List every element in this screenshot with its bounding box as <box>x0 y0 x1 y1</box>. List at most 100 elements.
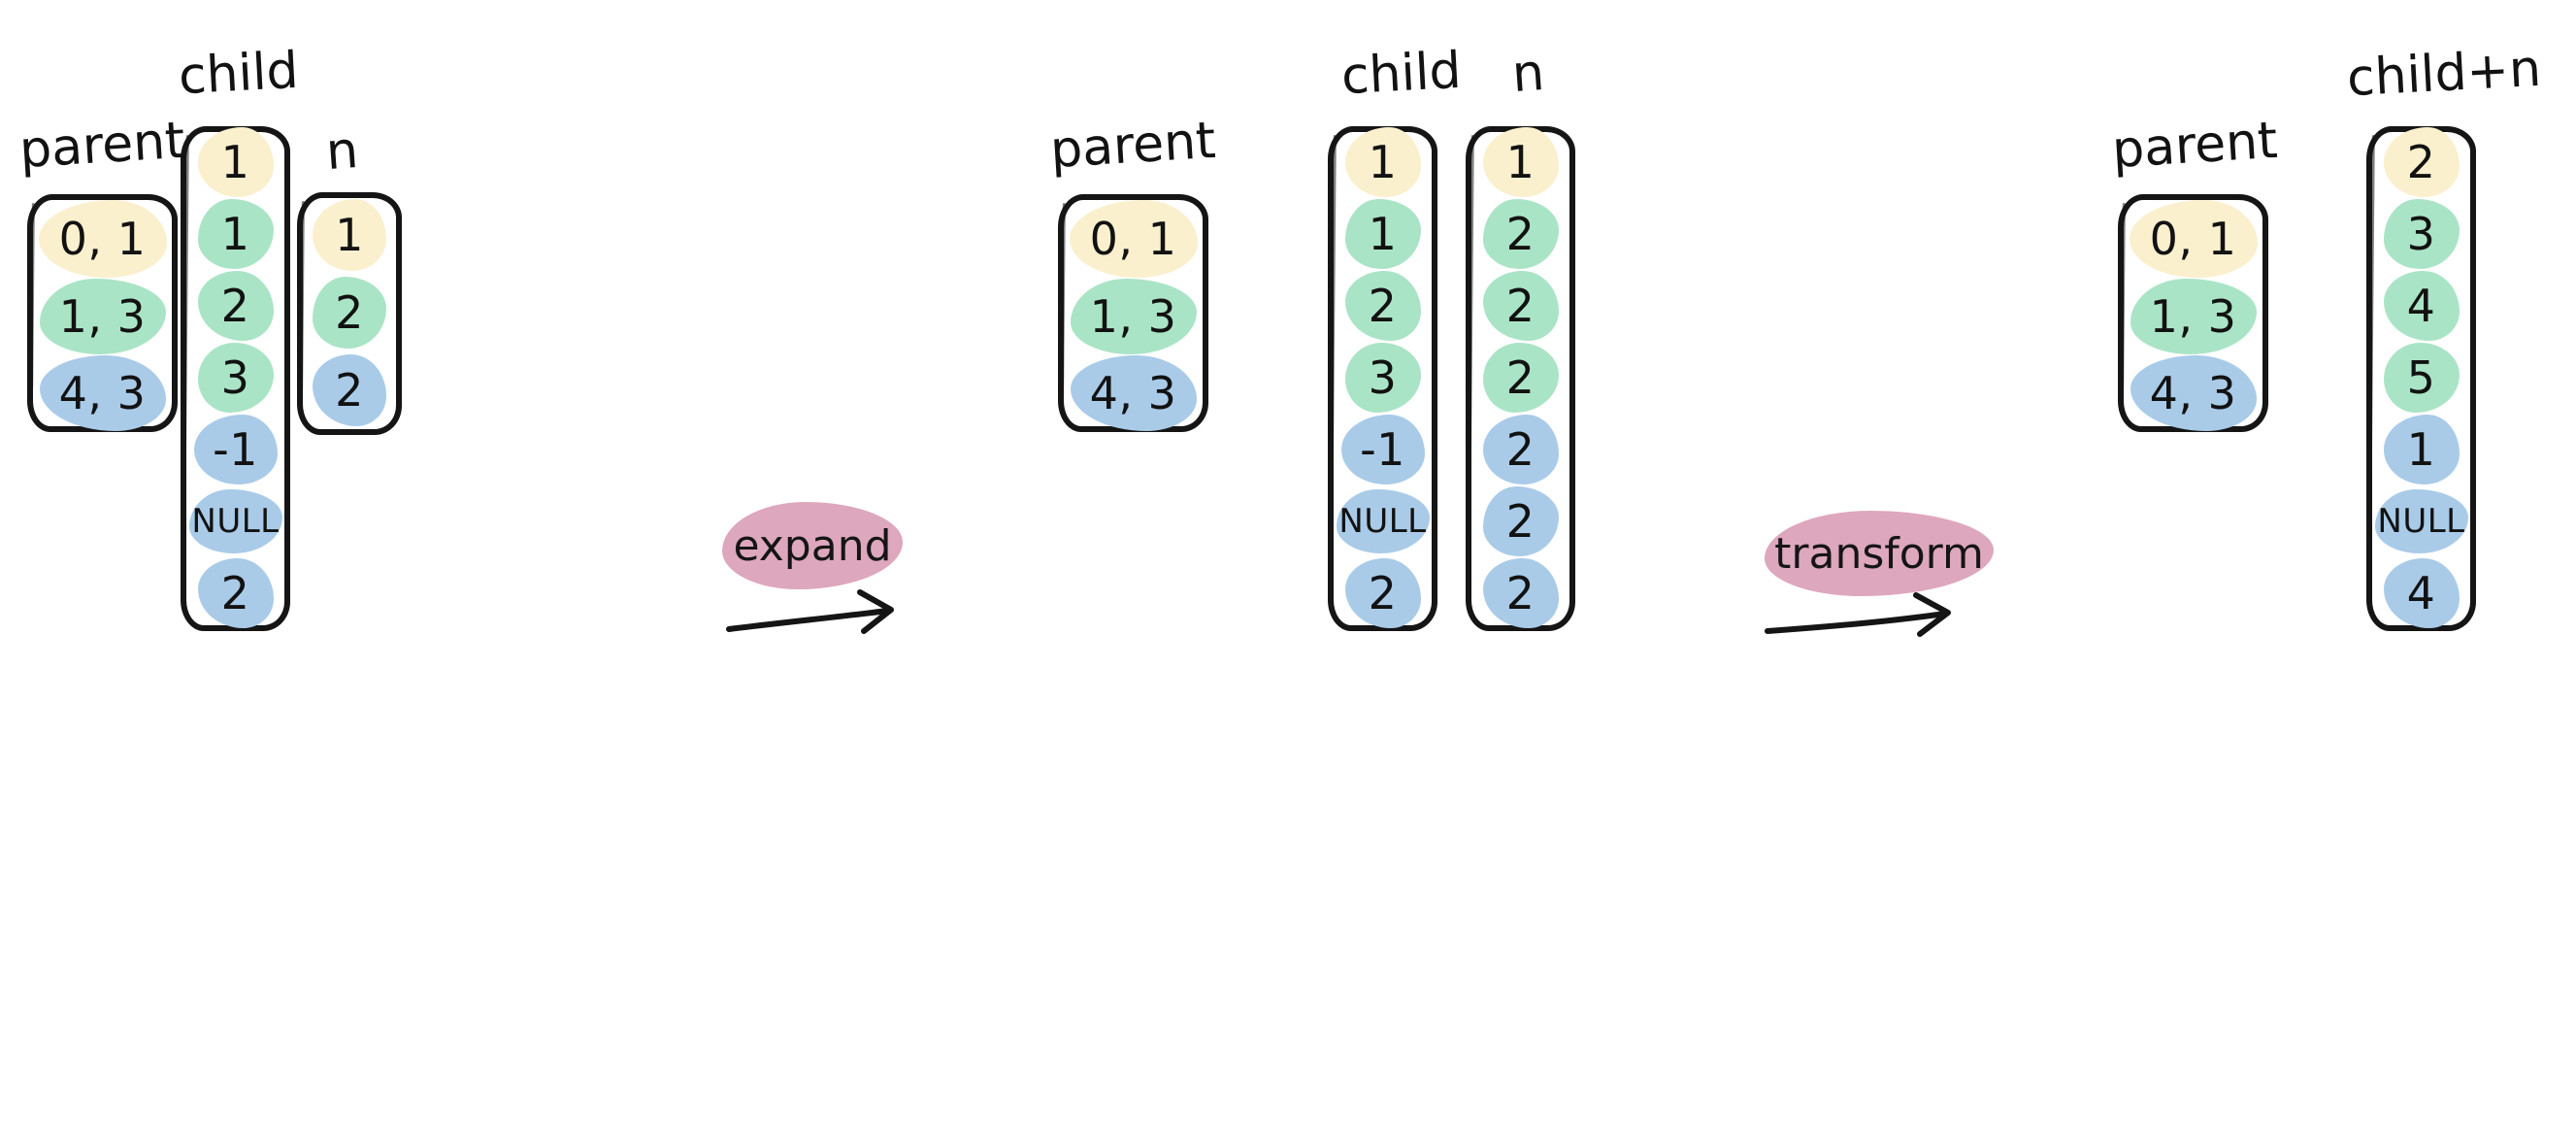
column-child-expanded: 1 1 2 3 -1 NULL 2 <box>1328 126 1437 631</box>
cell-value: 1 <box>220 208 250 260</box>
cell-parent-2[interactable]: 4, 3 <box>2118 354 2268 432</box>
cell-value: 2 <box>1368 280 1398 332</box>
column-label-n-before: n <box>323 120 361 183</box>
cell-value: 4 <box>2406 280 2436 332</box>
cell-n-2[interactable]: 2 <box>1466 270 1575 342</box>
cell-value: -1 <box>1360 423 1405 476</box>
cell-value: 1, 3 <box>1089 289 1177 343</box>
badge-pill <box>1765 511 1994 596</box>
cell-parent-1[interactable]: 1, 3 <box>27 278 178 355</box>
cell-child-3[interactable]: 3 <box>1328 342 1437 414</box>
column-label-child-expanded: child <box>1339 41 1463 107</box>
cell-value: 5 <box>2406 351 2436 404</box>
column-child-before: 1 1 2 3 -1 NULL 2 <box>181 126 290 631</box>
cell-child-2[interactable]: 2 <box>1328 270 1437 342</box>
cell-value: 2 <box>220 567 250 619</box>
operation-label: expand <box>733 520 892 571</box>
cell-value: NULL <box>191 502 280 541</box>
cell-n-6[interactable]: 2 <box>1466 557 1575 629</box>
cell-parent-0[interactable]: 0, 1 <box>1058 199 1208 278</box>
cell-n-1[interactable]: 2 <box>1466 198 1575 270</box>
cell-parent-2[interactable]: 4, 3 <box>27 354 178 432</box>
cell-child-4[interactable]: -1 <box>1328 414 1437 485</box>
cell-n-3[interactable]: 2 <box>1466 342 1575 414</box>
column-parent-before: 0, 1 1, 3 4, 3 <box>27 194 178 432</box>
cell-value: NULL <box>1338 502 1427 541</box>
column-label-parent-expanded: parent <box>1048 111 1218 181</box>
cell-value: 4, 3 <box>1089 367 1177 420</box>
cell-value: 2 <box>1505 423 1536 476</box>
cell-value: 1 <box>1368 136 1398 188</box>
cell-value: 4, 3 <box>58 367 147 420</box>
cell-child-2[interactable]: 2 <box>181 270 290 342</box>
cell-parent-0[interactable]: 0, 1 <box>27 199 178 278</box>
cell-value: 2 <box>1368 567 1398 619</box>
cell-value: 2 <box>2406 136 2436 188</box>
cell-n-0[interactable]: 1 <box>297 196 402 274</box>
cell-child-0[interactable]: 1 <box>1328 126 1437 198</box>
cell-value: 3 <box>1368 351 1398 404</box>
operation-badge-transform[interactable]: transform <box>1763 509 1996 598</box>
cell-value: 3 <box>2406 208 2436 260</box>
cell-child-6[interactable]: 2 <box>1328 557 1437 629</box>
column-parent-transformed: 0, 1 1, 3 4, 3 <box>2118 194 2268 432</box>
cell-childn-5[interactable]: NULL <box>2366 485 2476 557</box>
cell-value: 2 <box>1505 280 1536 332</box>
cell-value: 0, 1 <box>1089 212 1177 265</box>
cell-value: 1 <box>220 136 250 188</box>
cell-n-2[interactable]: 2 <box>297 351 402 429</box>
cell-value: 0, 1 <box>2149 212 2237 265</box>
cell-parent-1[interactable]: 1, 3 <box>1058 278 1208 355</box>
operation-badge-expand[interactable]: expand <box>720 501 905 590</box>
cell-child-5[interactable]: NULL <box>181 485 290 557</box>
cell-value: 1 <box>1368 208 1398 260</box>
badge-pill <box>722 502 903 589</box>
cell-value: 1, 3 <box>58 289 147 343</box>
cell-parent-1[interactable]: 1, 3 <box>2118 278 2268 355</box>
cell-child-1[interactable]: 1 <box>181 198 290 270</box>
cell-n-0[interactable]: 1 <box>1466 126 1575 198</box>
cell-child-5[interactable]: NULL <box>1328 485 1437 557</box>
column-label-child-before: child <box>177 41 300 107</box>
cell-value: 1 <box>1505 136 1536 188</box>
cell-childn-6[interactable]: 4 <box>2366 557 2476 629</box>
cell-childn-3[interactable]: 5 <box>2366 342 2476 414</box>
cell-childn-0[interactable]: 2 <box>2366 126 2476 198</box>
cell-value: 3 <box>220 351 250 404</box>
cell-child-0[interactable]: 1 <box>181 126 290 198</box>
cell-n-4[interactable]: 2 <box>1466 414 1575 485</box>
arrow-transform <box>1765 588 1959 647</box>
cell-value: 2 <box>220 280 250 332</box>
column-label-parent-before: parent <box>17 111 187 181</box>
cell-child-4[interactable]: -1 <box>181 414 290 485</box>
cell-value: 0, 1 <box>58 212 147 265</box>
column-parent-expanded: 0, 1 1, 3 4, 3 <box>1058 194 1208 432</box>
cell-n-5[interactable]: 2 <box>1466 485 1575 557</box>
cell-value: -1 <box>213 423 258 476</box>
cell-value: 1 <box>2406 423 2436 476</box>
cell-childn-4[interactable]: 1 <box>2366 414 2476 485</box>
cell-child-3[interactable]: 3 <box>181 342 290 414</box>
column-n-expanded: 1 2 2 2 2 2 2 <box>1466 126 1575 631</box>
cell-parent-0[interactable]: 0, 1 <box>2118 199 2268 278</box>
column-label-n-expanded: n <box>1509 43 1547 105</box>
column-n-before: 1 2 2 <box>297 192 402 435</box>
cell-value: 2 <box>1505 351 1536 404</box>
cell-value: 1 <box>335 209 364 261</box>
cell-child-1[interactable]: 1 <box>1328 198 1437 270</box>
column-label-child-plus-n: child+n <box>2345 39 2543 109</box>
cell-value: 2 <box>335 286 364 339</box>
column-child-plus-n: 2 3 4 5 1 NULL 4 <box>2366 126 2476 631</box>
cell-value: 2 <box>1505 208 1536 260</box>
cell-value: NULL <box>2377 502 2465 541</box>
cell-childn-2[interactable]: 4 <box>2366 270 2476 342</box>
cell-value: 1, 3 <box>2149 289 2237 343</box>
cell-child-6[interactable]: 2 <box>181 557 290 629</box>
cell-childn-1[interactable]: 3 <box>2366 198 2476 270</box>
column-label-parent-transformed: parent <box>2110 111 2280 181</box>
cell-value: 4 <box>2406 567 2436 619</box>
arrow-expand <box>726 586 901 645</box>
cell-n-1[interactable]: 2 <box>297 274 402 351</box>
cell-parent-2[interactable]: 4, 3 <box>1058 354 1208 432</box>
